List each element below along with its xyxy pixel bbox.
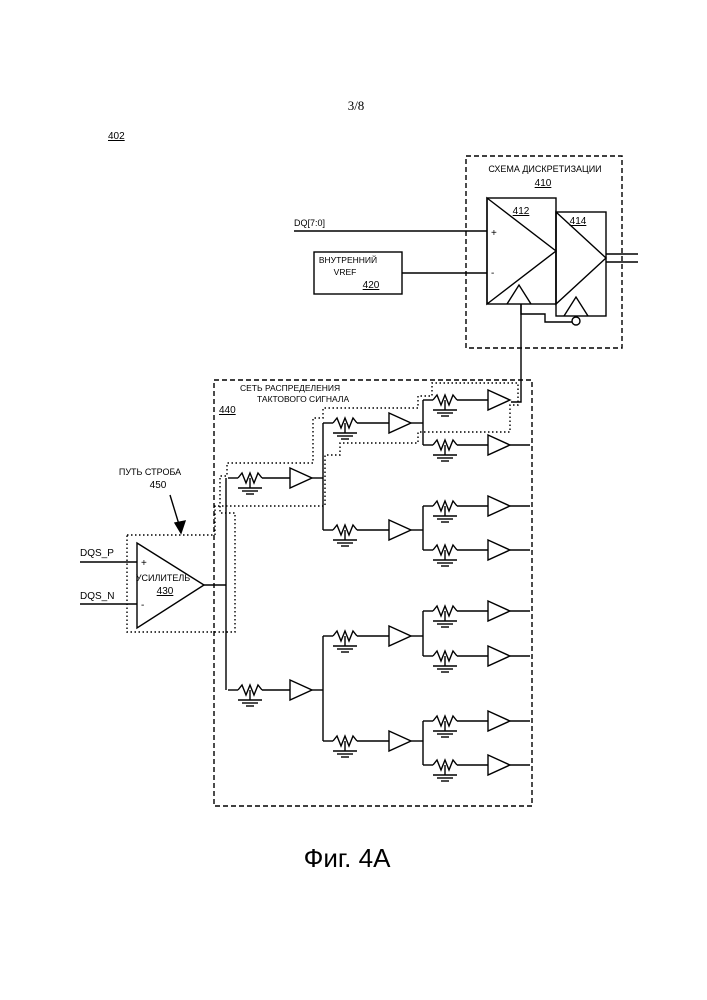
comparator-clock-mark xyxy=(507,285,531,304)
clock-network-ref: 440 xyxy=(219,405,236,416)
dqs-p-label: DQS_P xyxy=(80,548,114,559)
sampling-circuit-title: СХЕМА ДИСКРЕТИЗАЦИИ xyxy=(488,164,601,174)
buffer xyxy=(389,413,411,433)
figure-ref: 402 xyxy=(108,131,125,142)
clock-network-line1: СЕТЬ РАСПРЕДЕЛЕНИЯ xyxy=(240,383,340,393)
clock-to-latch xyxy=(521,304,572,322)
amplifier-label: УСИЛИТЕЛЬ xyxy=(136,573,190,583)
dqs-n-label: DQS_N xyxy=(80,591,114,602)
comparator-minus: - xyxy=(491,268,494,279)
vref-line1: ВНУТРЕННИЙ xyxy=(319,254,377,265)
buffer xyxy=(488,711,510,731)
comparator-plus: + xyxy=(491,228,497,239)
buffer xyxy=(488,496,510,516)
clock-network-boundary xyxy=(214,380,532,806)
clock-feed-wire xyxy=(511,304,521,402)
buffer xyxy=(488,390,510,410)
vref-line2: VREF xyxy=(334,267,357,277)
inverter-bubble xyxy=(572,317,580,325)
latch-ref: 414 xyxy=(570,216,587,227)
clock-network-line2: ТАКТОВОГО СИГНАЛА xyxy=(257,394,349,404)
buffer xyxy=(488,540,510,560)
latch-clock-mark xyxy=(564,297,588,316)
strobe-path-label: ПУТЬ СТРОБА xyxy=(119,467,181,477)
strobe-arrow-head xyxy=(175,521,185,533)
figure-caption: Фиг. 4А xyxy=(304,843,392,873)
buffer xyxy=(290,680,312,700)
amplifier-ref: 430 xyxy=(157,586,174,597)
buffer xyxy=(389,520,411,540)
buffer xyxy=(488,646,510,666)
comparator-ref: 412 xyxy=(513,206,530,217)
page-number: 3/8 xyxy=(348,98,365,113)
buffer xyxy=(488,601,510,621)
sampling-circuit-ref: 410 xyxy=(535,178,552,189)
strobe-path-ref: 450 xyxy=(150,480,167,491)
amp-plus: + xyxy=(141,558,147,569)
buffer xyxy=(488,435,510,455)
buffer xyxy=(290,468,312,488)
buffer xyxy=(389,731,411,751)
dq-input-label: DQ[7:0] xyxy=(294,218,325,228)
amp-minus: - xyxy=(141,600,144,611)
buffer xyxy=(389,626,411,646)
buffer xyxy=(488,755,510,775)
vref-ref: 420 xyxy=(363,280,380,291)
